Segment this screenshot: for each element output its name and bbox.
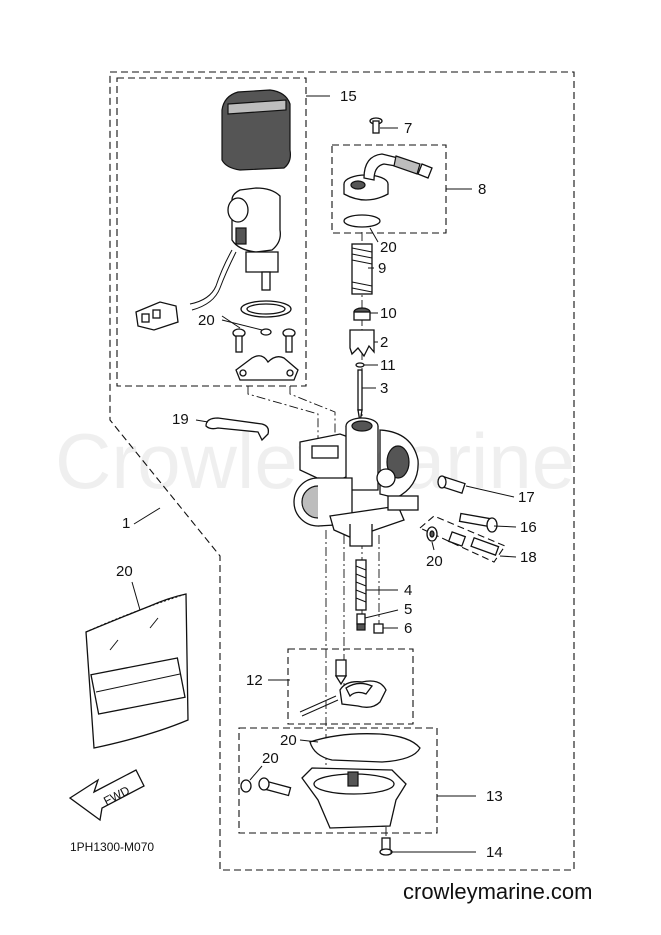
callout-17: 17	[518, 489, 535, 506]
callout-3: 3	[380, 380, 388, 397]
callout-4: 4	[404, 582, 412, 599]
callout-18: 18	[520, 549, 537, 566]
callout-15: 15	[340, 88, 357, 105]
callout-20-gasket: 20	[280, 732, 297, 749]
retainer-10	[353, 307, 371, 321]
callout-20-cap: 20	[380, 239, 397, 256]
needle-jet-4	[355, 559, 367, 611]
carburetor-body	[293, 417, 419, 547]
throttle-valve-2	[349, 329, 375, 358]
auto-choke-15	[135, 89, 299, 381]
website-label: crowleymarine.com	[403, 879, 593, 904]
clip-11	[355, 362, 365, 368]
gasket-20	[309, 733, 421, 763]
callout-20-package: 20	[116, 563, 133, 580]
callout-14: 14	[486, 844, 503, 861]
pilot-jet-6	[373, 623, 384, 634]
callout-8: 8	[478, 181, 486, 198]
throttle-stop-set-18	[426, 526, 500, 556]
callout-6: 6	[404, 620, 412, 637]
screw-7	[369, 117, 383, 134]
o-ring-20-drain	[240, 779, 252, 793]
float-set-12	[299, 659, 387, 717]
callout-12: 12	[246, 672, 263, 689]
callout-11: 11	[380, 357, 396, 374]
callout-20-stop: 20	[426, 553, 443, 570]
pilot-screw-16	[458, 512, 498, 533]
o-ring-20-cap	[343, 214, 381, 228]
spring-9	[351, 243, 373, 295]
screw-17	[437, 475, 466, 494]
callout-13: 13	[486, 788, 503, 805]
fwd-arrow: FWD	[68, 769, 145, 822]
carb-cap-8	[343, 153, 433, 201]
group-box-15	[116, 77, 307, 387]
gasket-package-20	[85, 593, 189, 749]
callout-9: 9	[378, 260, 386, 277]
leader-lines	[131, 95, 517, 853]
group-box-18	[418, 515, 506, 563]
assembly-boundary	[109, 71, 575, 871]
hose-19	[205, 417, 270, 442]
callout-5: 5	[404, 601, 412, 618]
callout-10: 10	[380, 305, 397, 322]
main-jet-5	[356, 613, 366, 631]
callout-20-choke: 20	[198, 312, 215, 329]
callout-16: 16	[520, 519, 537, 536]
callout-labels: 15 7 8 20 9 10 2 11 3 20 19 17 16 18 20 …	[116, 88, 537, 861]
callout-1: 1	[122, 515, 130, 532]
callout-7: 7	[404, 120, 412, 137]
callout-20-drain: 20	[262, 750, 279, 767]
jet-needle-3	[357, 369, 363, 423]
callout-19: 19	[172, 411, 189, 428]
group-box-13	[238, 727, 438, 834]
float-chamber-13	[258, 767, 407, 829]
diagram-code: 1PH1300-M070	[70, 840, 154, 854]
callout-2: 2	[380, 334, 388, 351]
